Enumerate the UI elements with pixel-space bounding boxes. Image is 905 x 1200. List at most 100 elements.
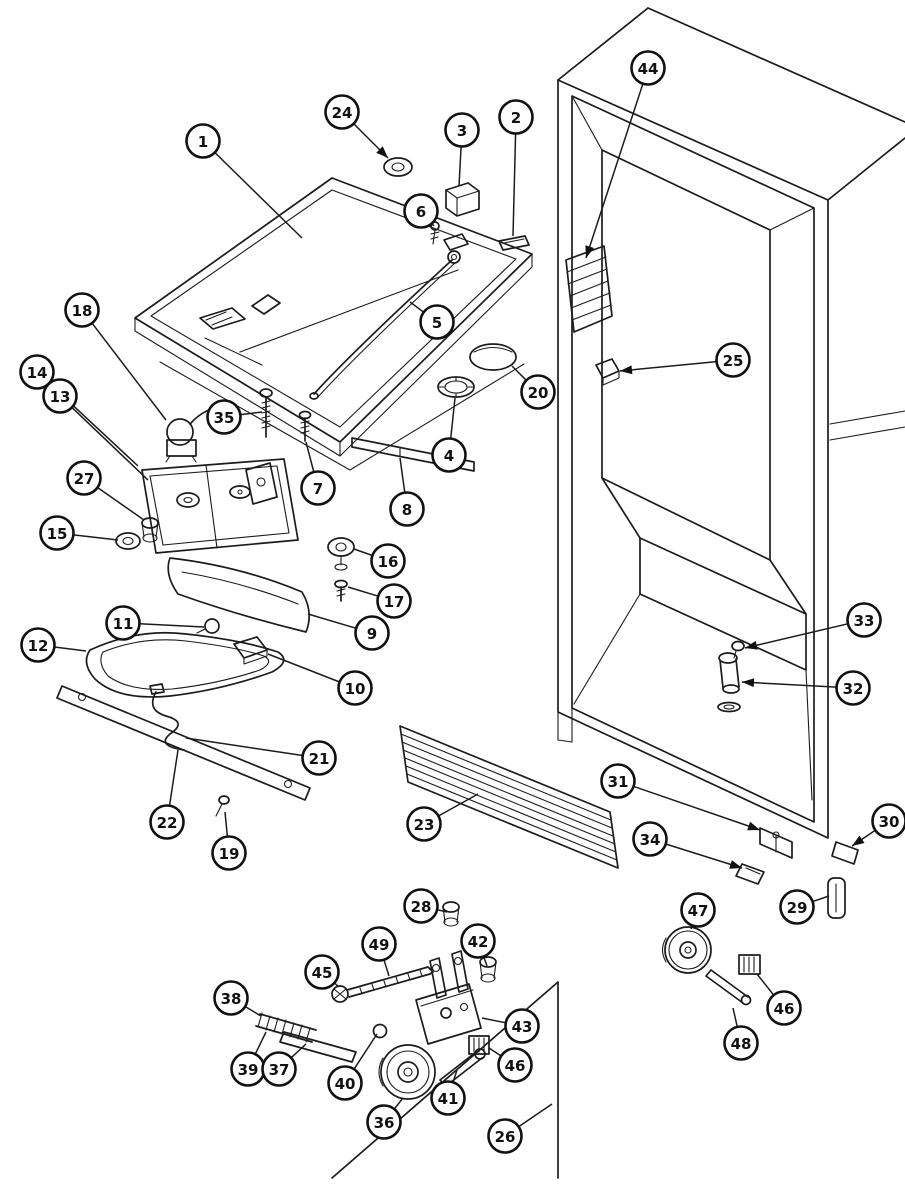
callout-bubble[interactable]: [871, 803, 905, 839]
callout-bubble[interactable]: [354, 615, 390, 651]
callout-28[interactable]: 28: [403, 888, 448, 924]
callout-9[interactable]: 9: [307, 613, 390, 651]
callout-47[interactable]: 47: [680, 892, 716, 930]
callout-16[interactable]: 16: [353, 543, 406, 579]
callout-5[interactable]: 5: [409, 301, 455, 340]
callout-bubble[interactable]: [327, 1065, 363, 1101]
callout-44[interactable]: 44: [585, 50, 666, 259]
callout-25[interactable]: 25: [619, 342, 751, 378]
callout-43[interactable]: 43: [481, 1008, 540, 1044]
callout-32[interactable]: 32: [741, 670, 871, 706]
callout-18[interactable]: 18: [64, 292, 167, 421]
callout-bubble[interactable]: [403, 888, 439, 924]
callout-bubble[interactable]: [389, 491, 425, 527]
callout-3[interactable]: 3: [444, 112, 480, 187]
callout-bubble[interactable]: [430, 1080, 466, 1116]
callout-bubble[interactable]: [431, 437, 467, 473]
callout-31[interactable]: 31: [600, 763, 761, 831]
callout-20[interactable]: 20: [511, 365, 556, 410]
callout-bubble[interactable]: [835, 670, 871, 706]
callout-bubble[interactable]: [185, 123, 221, 159]
callout-bubble[interactable]: [376, 583, 412, 619]
callout-26[interactable]: 26: [487, 1103, 553, 1154]
callout-bubble[interactable]: [20, 627, 56, 663]
callout-bubble[interactable]: [419, 304, 455, 340]
callout-48[interactable]: 48: [723, 1007, 759, 1061]
callout-15[interactable]: 15: [39, 515, 119, 551]
callout-1[interactable]: 1: [185, 123, 303, 239]
callout-46[interactable]: 46: [488, 1047, 533, 1083]
callout-bubble[interactable]: [497, 1047, 533, 1083]
callout-49[interactable]: 49: [361, 926, 397, 977]
callout-bubble[interactable]: [149, 804, 185, 840]
callout-bubble[interactable]: [261, 1051, 297, 1087]
callout-bubble[interactable]: [301, 740, 337, 776]
callout-bubble[interactable]: [715, 342, 751, 378]
callout-bubble[interactable]: [324, 94, 360, 130]
callout-bubble[interactable]: [406, 806, 442, 842]
callout-23[interactable]: 23: [406, 793, 479, 842]
callout-27[interactable]: 27: [66, 460, 145, 521]
callout-2[interactable]: 2: [498, 99, 534, 237]
callout-bubble[interactable]: [600, 763, 636, 799]
callout-17[interactable]: 17: [347, 583, 412, 619]
callout-bubble[interactable]: [444, 112, 480, 148]
callout-bubble[interactable]: [403, 193, 439, 229]
callout-bubble[interactable]: [211, 835, 247, 871]
callout-bubble[interactable]: [520, 374, 556, 410]
callout-38[interactable]: 38: [213, 980, 262, 1017]
callout-bubble[interactable]: [487, 1118, 523, 1154]
callout-bubble[interactable]: [361, 926, 397, 962]
callout-35[interactable]: 35: [206, 399, 263, 435]
callout-bubble[interactable]: [64, 292, 100, 328]
callout-19[interactable]: 19: [211, 811, 247, 871]
callout-bubble[interactable]: [632, 821, 668, 857]
callout-bubble[interactable]: [300, 470, 336, 506]
callout-bubble[interactable]: [66, 460, 102, 496]
callout-41[interactable]: 41: [430, 1069, 466, 1116]
callout-45[interactable]: 45: [304, 954, 340, 990]
callout-bubble[interactable]: [105, 605, 141, 641]
callout-bubble[interactable]: [337, 670, 373, 706]
callout-39[interactable]: 39: [230, 1031, 267, 1087]
callout-bubble[interactable]: [504, 1008, 540, 1044]
callout-8[interactable]: 8: [389, 457, 425, 527]
callout-bubble[interactable]: [460, 923, 496, 959]
callout-bubble[interactable]: [630, 50, 666, 86]
callout-bubble[interactable]: [498, 99, 534, 135]
callout-13[interactable]: 13: [42, 378, 149, 481]
callout-33[interactable]: 33: [744, 602, 882, 650]
callout-bubble[interactable]: [846, 602, 882, 638]
callout-bubble[interactable]: [39, 515, 75, 551]
callout-36[interactable]: 36: [366, 1097, 404, 1140]
callout-bubble[interactable]: [680, 892, 716, 928]
callout-6[interactable]: 6: [403, 193, 439, 229]
callout-bubble[interactable]: [42, 378, 78, 414]
callout-4[interactable]: 4: [431, 397, 467, 473]
callout-number: 34: [640, 831, 661, 849]
callout-bubble[interactable]: [19, 354, 55, 390]
callout-22[interactable]: 22: [149, 749, 185, 840]
callout-24[interactable]: 24: [324, 94, 389, 159]
callout-46[interactable]: 46: [756, 973, 802, 1026]
callout-12[interactable]: 12: [20, 627, 87, 663]
callout-11[interactable]: 11: [105, 605, 205, 641]
callout-bubble[interactable]: [766, 990, 802, 1026]
callout-bubble[interactable]: [213, 980, 249, 1016]
callout-bubble[interactable]: [723, 1025, 759, 1061]
callout-37[interactable]: 37: [261, 1043, 307, 1087]
callout-7[interactable]: 7: [300, 441, 336, 506]
callout-21[interactable]: 21: [185, 737, 337, 776]
callout-34[interactable]: 34: [632, 821, 743, 869]
callout-30[interactable]: 30: [851, 803, 905, 847]
callout-29[interactable]: 29: [779, 889, 830, 925]
callout-10[interactable]: 10: [267, 653, 373, 706]
callout-40[interactable]: 40: [327, 1033, 378, 1101]
callout-bubble[interactable]: [370, 543, 406, 579]
callout-bubble[interactable]: [366, 1104, 402, 1140]
callout-bubble[interactable]: [304, 954, 340, 990]
callout-bubble[interactable]: [206, 399, 242, 435]
callout-14[interactable]: 14: [19, 354, 139, 467]
callout-bubble[interactable]: [779, 889, 815, 925]
callout-42[interactable]: 42: [460, 923, 496, 967]
